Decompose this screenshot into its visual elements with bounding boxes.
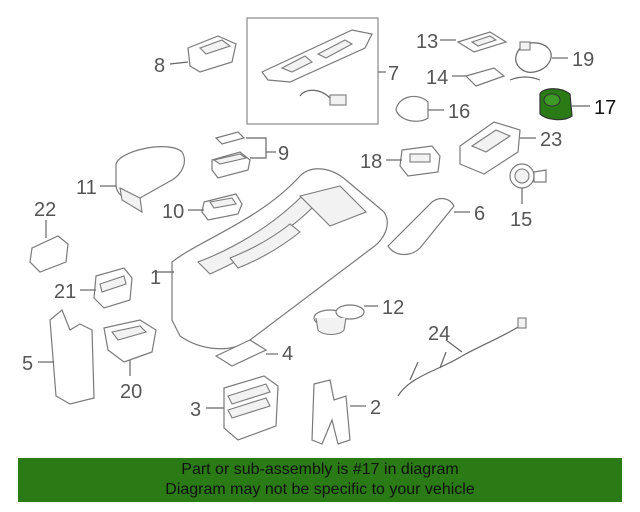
part-5 [38, 309, 95, 405]
callout-17: 17 [594, 97, 616, 119]
part-2 [311, 379, 366, 445]
callout-24: 24 [428, 323, 450, 345]
part-24-wiring [397, 317, 527, 397]
callout-7: 7 [388, 63, 399, 85]
callout-22: 22 [34, 199, 56, 221]
callout-4: 4 [282, 343, 293, 365]
callout-18: 18 [360, 151, 382, 173]
callout-15: 15 [510, 209, 532, 231]
callout-5: 5 [22, 353, 33, 375]
callout-20: 20 [120, 381, 142, 403]
part-18 [386, 145, 441, 177]
callout-21: 21 [54, 281, 76, 303]
highlight-banner: Part or sub-assembly is #17 in diagram D… [18, 458, 622, 502]
part-8 [169, 35, 237, 73]
callout-8: 8 [154, 55, 165, 77]
part-9 [211, 131, 276, 179]
callout-23: 23 [540, 129, 562, 151]
part-3 [206, 375, 279, 441]
part-23 [459, 121, 536, 175]
part-4 [214, 339, 278, 367]
part-15 [509, 163, 547, 204]
callout-13: 13 [416, 31, 438, 53]
part-13 [440, 31, 508, 53]
callout-11: 11 [76, 177, 97, 199]
part-16 [395, 95, 444, 122]
part-21 [80, 267, 133, 309]
callout-9: 9 [278, 143, 289, 165]
part-14 [452, 67, 506, 87]
part-1-console [156, 168, 388, 350]
part-11-armrest [100, 146, 185, 214]
callout-6: 6 [474, 203, 485, 225]
part-12 [313, 304, 378, 336]
part-17-highlighted [539, 88, 590, 121]
callout-12: 12 [382, 297, 404, 319]
callout-16: 16 [448, 101, 470, 123]
callout-10: 10 [162, 201, 184, 223]
part-6 [387, 197, 470, 256]
part-20 [103, 319, 157, 376]
part-22 [29, 220, 69, 273]
part-19 [509, 41, 568, 81]
callout-14: 14 [426, 67, 448, 89]
callout-2: 2 [370, 397, 381, 419]
banner-line-1: Part or sub-assembly is #17 in diagram [181, 461, 459, 478]
callout-1: 1 [150, 267, 161, 289]
part-7-assembly [246, 17, 386, 125]
callout-19: 19 [572, 49, 594, 71]
banner-line-2: Diagram may not be specific to your vehi… [165, 481, 475, 498]
callout-3: 3 [190, 399, 201, 421]
parts-diagram: 1 2 3 4 5 6 7 8 9 10 11 12 13 14 15 16 1… [22, 17, 616, 445]
part-10 [188, 193, 243, 221]
